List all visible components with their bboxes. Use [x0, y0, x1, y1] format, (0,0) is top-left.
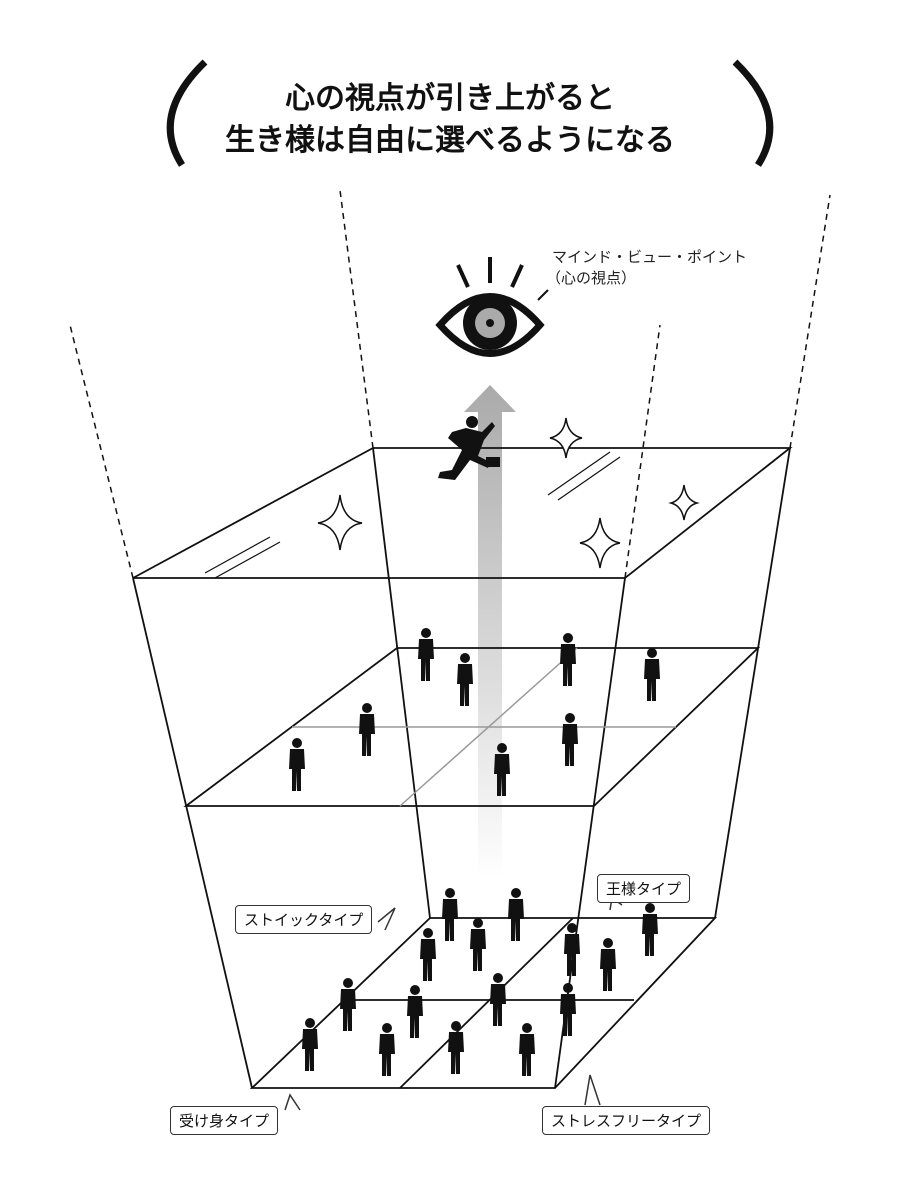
eye-label-line-1: マインド・ビュー・ポイント [552, 248, 748, 266]
person-icon [560, 983, 576, 1036]
people-silhouettes [289, 628, 660, 1076]
box-frame [132, 447, 793, 1089]
left-bracket [166, 59, 208, 167]
title-line-1: 心の視点が引き上がると [285, 81, 615, 116]
person-icon [490, 973, 506, 1026]
person-icon [379, 1023, 395, 1076]
person-icon [600, 938, 616, 991]
person-icon [289, 738, 305, 791]
title-line-2: 生き様は自由に選べるようになる [225, 123, 675, 158]
middle-grid [292, 647, 676, 807]
callout-passive: 受け身タイプ [170, 1106, 279, 1135]
person-icon [340, 978, 356, 1031]
eye-icon [435, 257, 549, 357]
callout-stressfree: ストレスフリータイプ [542, 1106, 711, 1135]
dashed-guides [69, 189, 831, 579]
person-icon [448, 1021, 464, 1074]
person-icon [407, 985, 423, 1038]
person-icon [442, 888, 458, 941]
page-title: 心の視点が引き上がると 生き様は自由に選べるようになる [0, 78, 900, 162]
person-icon [560, 633, 576, 686]
person-icon [494, 743, 510, 796]
person-icon [519, 1023, 535, 1076]
person-icon [564, 923, 580, 976]
person-icon [418, 628, 434, 681]
person-icon [644, 648, 660, 701]
person-icon [302, 1018, 318, 1071]
person-icon [470, 918, 486, 971]
eye-label: マインド・ビュー・ポイント （心の視点） [546, 246, 748, 288]
person-icon [508, 888, 524, 941]
person-icon [457, 653, 473, 706]
glass-reflections [204, 451, 621, 579]
person-icon [420, 928, 436, 981]
callout-king: 王様タイプ [597, 874, 691, 903]
right-bracket [732, 59, 774, 167]
eye-label-line-2: （心の視点） [546, 269, 637, 287]
person-icon [642, 903, 658, 956]
callout-stoic: ストイックタイプ [235, 905, 373, 934]
person-icon [359, 703, 375, 756]
sparkle-icons [317, 417, 700, 569]
upward-arrow [464, 385, 516, 880]
jumping-person-icon [438, 416, 500, 480]
person-icon [562, 713, 578, 766]
